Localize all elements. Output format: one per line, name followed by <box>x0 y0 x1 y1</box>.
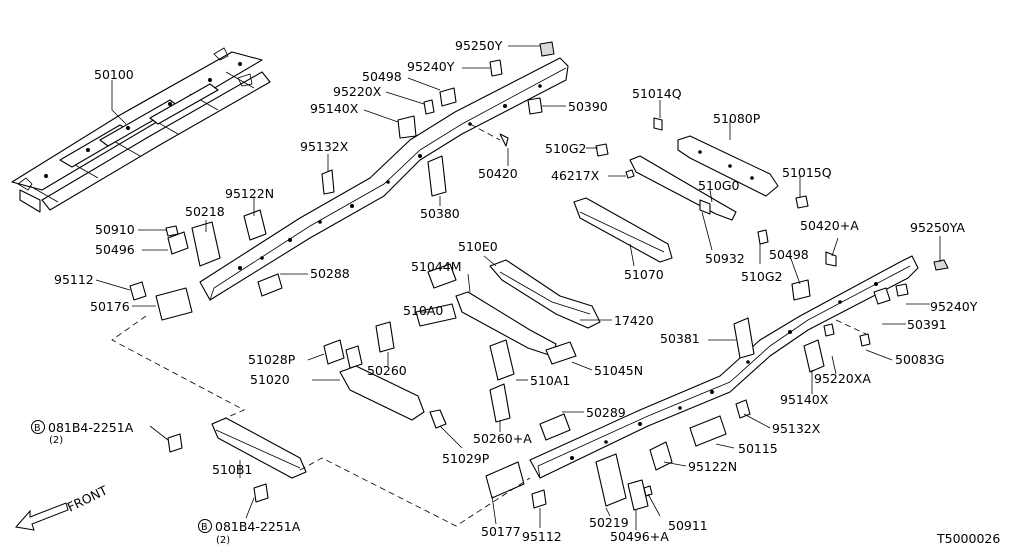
bolt-marker-top: B <box>31 420 45 434</box>
label-95250ya: 95250YA <box>910 220 965 235</box>
label-51020: 51020 <box>250 372 290 387</box>
leader-lines <box>95 45 941 530</box>
label-50260a: 50260+A <box>473 431 532 446</box>
label-50260: 50260 <box>367 363 407 378</box>
label-50177: 50177 <box>481 524 521 539</box>
label-95220x: 95220X <box>333 84 382 99</box>
label-50381: 50381 <box>660 331 700 346</box>
label-50380: 50380 <box>420 206 460 221</box>
label-50100: 50100 <box>94 67 134 82</box>
label-95132x: 95132X <box>300 139 349 154</box>
bolt-marker-b-bottom: B <box>201 522 208 533</box>
label-51045n: 51045N <box>594 363 643 378</box>
label-50496a: 50496+A <box>610 529 669 544</box>
crossmember-510e0-illustration <box>489 259 601 329</box>
label-510b1: 510B1 <box>212 462 252 477</box>
label-95112-bottom: 95112 <box>522 529 562 544</box>
crossmember-51070-illustration <box>573 197 673 263</box>
relation-dashed-lines <box>111 123 867 527</box>
label-50910: 50910 <box>95 222 135 237</box>
label-51014q: 51014Q <box>632 86 682 101</box>
diagram-id: T5000026 <box>936 531 1000 546</box>
label-510g2-mid: 510G2 <box>741 269 783 284</box>
label-50115: 50115 <box>738 441 778 456</box>
label-51028p: 51028P <box>248 352 296 367</box>
label-510g0: 510G0 <box>698 178 740 193</box>
label-50496: 50496 <box>95 242 135 257</box>
label-51029p: 51029P <box>442 451 490 466</box>
part-labels: 50100 95250Y 95240Y 50498 95220X 95140X … <box>48 38 1000 546</box>
label-50176: 50176 <box>90 299 130 314</box>
left-side-rail-illustration <box>199 57 569 301</box>
label-51015q: 51015Q <box>782 165 832 180</box>
label-50911: 50911 <box>668 518 708 533</box>
label-510a1: 510A1 <box>530 373 570 388</box>
label-50498-right: 50498 <box>769 247 809 262</box>
label-95240y: 95240Y <box>407 59 455 74</box>
crossmember-51020-illustration <box>339 345 425 421</box>
crossmember-510g0-illustration <box>629 155 737 221</box>
bolt-marker-bottom: B <box>198 519 212 533</box>
frame-assembly-illustration <box>11 47 271 213</box>
label-17420: 17420 <box>614 313 654 328</box>
label-46217x: 46217X <box>551 168 600 183</box>
right-side-rail-illustration <box>529 255 919 479</box>
label-081b4-top: 081B4-2251A <box>48 420 134 435</box>
small-brackets-illustration <box>129 41 949 511</box>
label-95250y: 95250Y <box>455 38 503 53</box>
label-50420a: 50420+A <box>800 218 859 233</box>
label-50288: 50288 <box>310 266 350 281</box>
bolt-marker-b-top: B <box>34 423 41 434</box>
label-50218: 50218 <box>185 204 225 219</box>
label-510a0: 510A0 <box>403 303 443 318</box>
label-95122n: 95122N <box>225 186 274 201</box>
front-arrow-icon <box>15 502 69 531</box>
label-50289: 50289 <box>586 405 626 420</box>
front-label: FRONT <box>65 482 110 514</box>
label-95132x-right: 95132X <box>772 421 821 436</box>
label-50391: 50391 <box>907 317 947 332</box>
label-51080p: 51080P <box>713 111 761 126</box>
label-50083g: 50083G <box>895 352 944 367</box>
front-direction-indicator: FRONT <box>15 482 110 531</box>
crossmember-51080p-illustration <box>677 135 779 197</box>
label-081b4-bottom: 081B4-2251A <box>215 519 301 534</box>
label-95122n-bottom: 95122N <box>688 459 737 474</box>
label-50932: 50932 <box>705 251 745 266</box>
label-95112: 95112 <box>54 272 94 287</box>
label-510e0: 510E0 <box>458 239 498 254</box>
label-51070: 51070 <box>624 267 664 282</box>
label-510g2-top: 510G2 <box>545 141 587 156</box>
label-50219: 50219 <box>589 515 629 530</box>
label-50420: 50420 <box>478 166 518 181</box>
label-50498-top: 50498 <box>362 69 402 84</box>
label-081b4-top-qty: (2) <box>49 435 63 446</box>
label-95140x-right: 95140X <box>780 392 829 407</box>
label-51044m: 51044M <box>411 259 462 274</box>
label-081b4-bottom-qty: (2) <box>216 535 230 546</box>
label-50390: 50390 <box>568 99 608 114</box>
label-95220xa: 95220XA <box>814 371 871 386</box>
label-95140x: 95140X <box>310 101 359 116</box>
label-95240y-right: 95240Y <box>930 299 978 314</box>
